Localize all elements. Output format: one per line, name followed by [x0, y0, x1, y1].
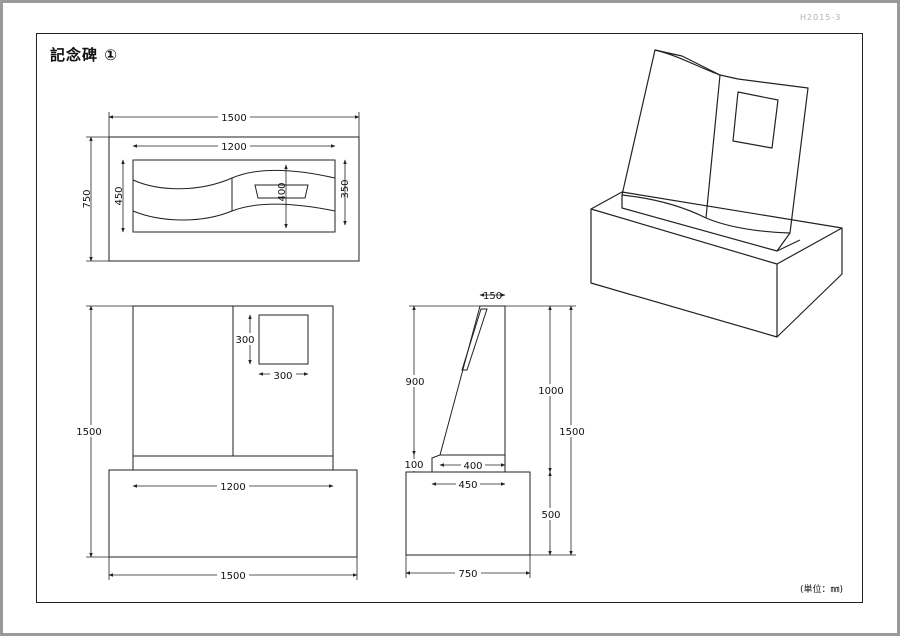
dim-top-depth-inner: 450	[114, 186, 125, 205]
dim-front-base-w: 1500	[220, 571, 245, 582]
iso-view	[590, 49, 843, 338]
iso-step	[621, 195, 801, 252]
dim-top-width-outer: 1500	[221, 113, 246, 124]
top-view	[108, 136, 360, 262]
dim-top-width-inner: 1200	[221, 142, 246, 153]
dim-side-lower-h: 100	[404, 460, 423, 471]
drawing-sheet	[3, 3, 897, 633]
top-view-upper-curve	[132, 169, 336, 190]
dim-side-slant-depth: 400	[463, 461, 482, 472]
dim-top-depth-outer: 750	[82, 189, 93, 208]
dim-side-base-h: 500	[541, 510, 560, 521]
dim-side-stone-depth: 450	[458, 480, 477, 491]
side-view-stone	[431, 305, 506, 472]
dim-front-stone-w: 1200	[220, 482, 245, 493]
iso-lower-curve	[621, 194, 791, 234]
dim-front-plate-h: 300	[235, 335, 254, 346]
dim-side-base-depth: 750	[458, 569, 477, 580]
iso-base-outer	[590, 191, 843, 338]
front-view-step	[132, 455, 334, 471]
iso-base-top-edge	[590, 208, 843, 265]
drawing-title: 記念碑 ①	[50, 46, 118, 64]
dim-front-height: 1500	[76, 427, 101, 438]
top-view-lower-curve	[132, 203, 336, 221]
dim-side-top-thick: 150	[483, 291, 502, 302]
dim-top-right-depth: 350	[340, 179, 351, 198]
top-view-base-outline	[108, 136, 360, 262]
dim-front-plate-w: 300	[273, 371, 292, 382]
dim-side-upper-h: 1000	[538, 386, 563, 397]
document-id: H2015-3	[800, 13, 842, 22]
front-view-plate	[258, 314, 309, 365]
dim-top-plate: 400	[277, 182, 288, 201]
dim-side-total-h: 1500	[559, 427, 584, 438]
dim-side-slant-h: 900	[405, 377, 424, 388]
side-view-base	[405, 471, 531, 556]
iso-plate	[732, 91, 779, 149]
top-view-stone-outline	[132, 159, 336, 233]
iso-center-seam	[705, 74, 721, 219]
front-view	[108, 305, 358, 558]
top-view-plate	[254, 184, 309, 199]
side-view-plate	[461, 308, 488, 371]
drawing-frame	[36, 33, 863, 603]
side-view	[405, 305, 531, 556]
iso-left-top-curve	[654, 49, 721, 76]
unit-note: (単位：㎜)	[800, 585, 844, 595]
